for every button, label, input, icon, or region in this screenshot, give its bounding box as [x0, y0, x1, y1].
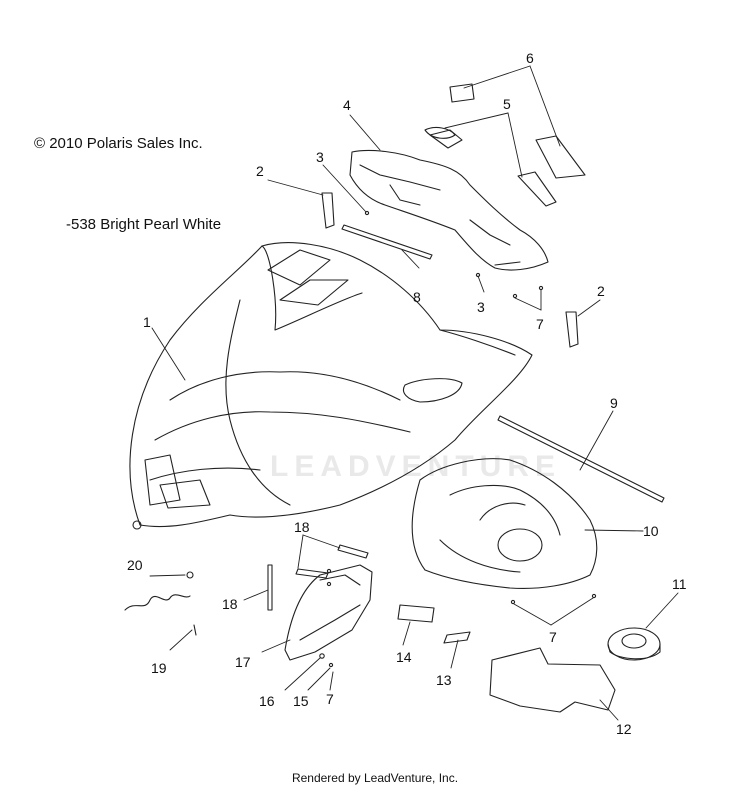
- callout-8: 8: [413, 289, 421, 305]
- callout-2: 2: [597, 283, 605, 299]
- grip-part-5b: [517, 171, 557, 207]
- grip-part-5a: [424, 126, 456, 139]
- console-part-4: [349, 129, 549, 271]
- callout-17: 17: [235, 654, 251, 670]
- callout-7: 7: [536, 316, 544, 332]
- callout-1: 1: [143, 314, 151, 330]
- callout-2: 2: [256, 163, 264, 179]
- callout-19: 19: [151, 660, 167, 676]
- screw-part-19: [193, 624, 197, 636]
- callout-9: 9: [610, 395, 618, 411]
- footer-credit: Rendered by LeadVenture, Inc.: [291, 771, 459, 785]
- callout-5: 5: [503, 96, 511, 112]
- clip-part-2b: [565, 311, 579, 348]
- pad-part-14: [397, 604, 435, 623]
- callout-14: 14: [396, 649, 412, 665]
- callout-10: 10: [643, 523, 659, 539]
- strip-part-8: [341, 224, 433, 260]
- callout-3: 3: [316, 149, 324, 165]
- strip-part-18c: [337, 544, 369, 559]
- strip-part-18a: [267, 564, 273, 611]
- color-note: -538 Bright Pearl White: [66, 216, 222, 233]
- callout-12: 12: [616, 721, 632, 737]
- hood-part-1: [129, 242, 533, 530]
- pad-part-6b: [535, 135, 586, 179]
- callout-7: 7: [326, 691, 334, 707]
- callout-20: 20: [127, 557, 143, 573]
- pan-part-10: [411, 458, 598, 589]
- callout-13: 13: [436, 672, 452, 688]
- strip-part-18b: [295, 568, 329, 579]
- callout-6: 6: [526, 50, 534, 66]
- strip-part-9: [497, 415, 665, 503]
- leader-lines: [149, 65, 679, 721]
- callout-16: 16: [259, 693, 275, 709]
- copyright-text: © 2010 Polaris Sales Inc.: [34, 135, 203, 152]
- wire-part-harness: [124, 594, 191, 611]
- callout-18: 18: [222, 596, 238, 612]
- nut-part-20: [186, 571, 194, 579]
- callout-7: 7: [549, 629, 557, 645]
- callout-15: 15: [293, 693, 309, 709]
- clip-part-2a: [321, 192, 335, 229]
- pad-part-13: [443, 631, 471, 644]
- grommet-part-11: [607, 627, 661, 661]
- callout-4: 4: [343, 97, 351, 113]
- pad-part-6a: [449, 83, 475, 103]
- callout-11: 11: [672, 576, 687, 592]
- shield-part-12: [489, 647, 616, 713]
- watermark: LEADVENTURE: [270, 450, 562, 483]
- side-panel-part-17: [284, 564, 373, 661]
- callout-3: 3: [477, 299, 485, 315]
- callout-18: 18: [294, 519, 310, 535]
